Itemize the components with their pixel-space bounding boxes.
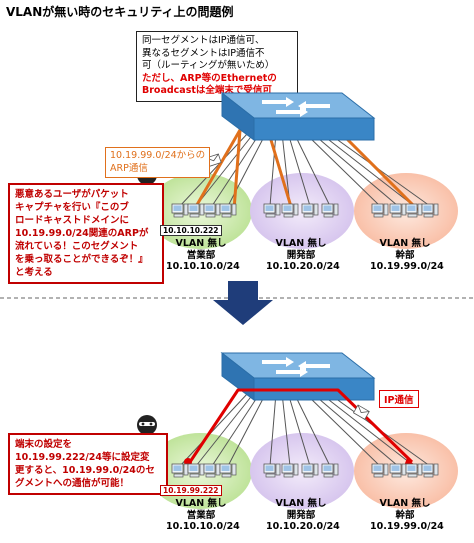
group-label-exec-bottom: VLAN 無し 幹部 10.19.99.0/24: [370, 498, 444, 533]
packet-envelope-bottom: [352, 404, 370, 420]
attacker-thought-line-4: 10.19.99.0/24関連のARPが: [15, 228, 149, 239]
ip-traffic-label: IP通信: [379, 390, 419, 408]
subnet-label: 10.10.10.0/24: [166, 261, 240, 272]
cables-bottom: [179, 392, 431, 467]
attacker-result-line-2: 10.19.99.222/24等に設定変: [15, 452, 150, 463]
switch-top: [220, 91, 376, 141]
subnet-label: 10.19.99.0/24: [370, 521, 444, 532]
vlan-label: VLAN 無し: [275, 238, 327, 249]
dept-label: 幹部: [395, 249, 415, 261]
vlan-label: VLAN 無し: [175, 498, 227, 509]
pcs-sales-top: [171, 203, 237, 218]
switch-bottom: [220, 351, 376, 401]
attacker-result-line-1: 端末の設定を: [15, 439, 73, 450]
pcs-exec-top: [371, 203, 439, 218]
dept-label: 営業部: [186, 249, 216, 261]
attacker-result-line-4: グメントへの通信が可能！: [15, 478, 130, 489]
group-label-sales-bottom: VLAN 無し 営業部 10.10.10.0/24: [166, 498, 240, 533]
attacker-thought-line-3: ロードキャストドメインに: [15, 215, 130, 226]
vlan-label: VLAN 無し: [275, 498, 327, 509]
group-label-dev-bottom: VLAN 無し 開発部 10.10.20.0/24: [266, 498, 340, 533]
subnet-label: 10.10.10.0/24: [166, 521, 240, 532]
attacker-ip-top: 10.10.10.222: [160, 225, 222, 236]
attacker-thought-line-1: 悪意あるユーザがパケット: [15, 189, 129, 200]
arp-traffic-line-1: 10.19.99.0/24からの: [110, 150, 206, 161]
segment-note-line-2: 異なるセグメントはIP通信不: [142, 47, 265, 59]
dept-label: 営業部: [186, 509, 216, 521]
page-title: VLANが無い時のセキュリティ上の問題例: [6, 5, 234, 19]
attacker-result-line-3: 更すると、10.19.99.0/24のセ: [15, 465, 155, 476]
dept-label: 開発部: [286, 249, 316, 261]
segment-note-line-3: 可（ルーティングが無いため）: [142, 60, 275, 71]
subnet-label: 10.10.20.0/24: [266, 521, 340, 532]
attacker-thought-line-2: キャプチャを行い『このブ: [15, 202, 129, 213]
group-label-sales-top: VLAN 無し 営業部 10.10.10.0/24: [166, 238, 240, 273]
attacker-thought-line-7: と考える: [15, 267, 53, 278]
segment-note-line-1: 同一セグメントはIP通信可、: [142, 35, 265, 46]
group-label-exec-top: VLAN 無し 幹部 10.19.99.0/24: [370, 238, 444, 273]
pcs-exec-bottom: [371, 463, 439, 478]
attacker-thought-line-6: を乗っ取ることができるぞ！』: [15, 254, 148, 265]
dept-label: 幹部: [395, 509, 415, 521]
subnet-label: 10.10.20.0/24: [266, 261, 340, 272]
segment-note: 同一セグメントはIP通信可、 異なるセグメントはIP通信不 可（ルーティングが無…: [136, 31, 298, 102]
broadcast-note-line-1: ただし、ARP等のEthernetの: [142, 72, 277, 84]
broadcast-note-line-2: Broadcastは全端末で受信可: [142, 85, 272, 96]
vlan-label: VLAN 無し: [175, 238, 227, 249]
subnet-label: 10.19.99.0/24: [370, 261, 444, 272]
group-label-dev-top: VLAN 無し 開発部 10.10.20.0/24: [266, 238, 340, 273]
pcs-sales-bottom: [171, 463, 237, 478]
arp-traffic-label: 10.19.99.0/24からの ARP通信: [105, 147, 211, 178]
dept-label: 開発部: [286, 509, 316, 521]
attacker-ip-bottom: 10.19.99.222: [160, 485, 222, 496]
transition-arrow: [213, 281, 273, 325]
attacker-thought-line-5: 流れている！このセグメント: [15, 241, 139, 252]
arp-traffic-line-2: ARP通信: [110, 162, 148, 174]
vlan-label: VLAN 無し: [379, 238, 431, 249]
attacker-thought-callout: 悪意あるユーザがパケット キャプチャを行い『このブ ロードキャストドメインに 1…: [8, 183, 164, 284]
vlan-label: VLAN 無し: [379, 498, 431, 509]
attacker-result-callout: 端末の設定を 10.19.99.222/24等に設定変 更すると、10.19.9…: [8, 433, 168, 495]
